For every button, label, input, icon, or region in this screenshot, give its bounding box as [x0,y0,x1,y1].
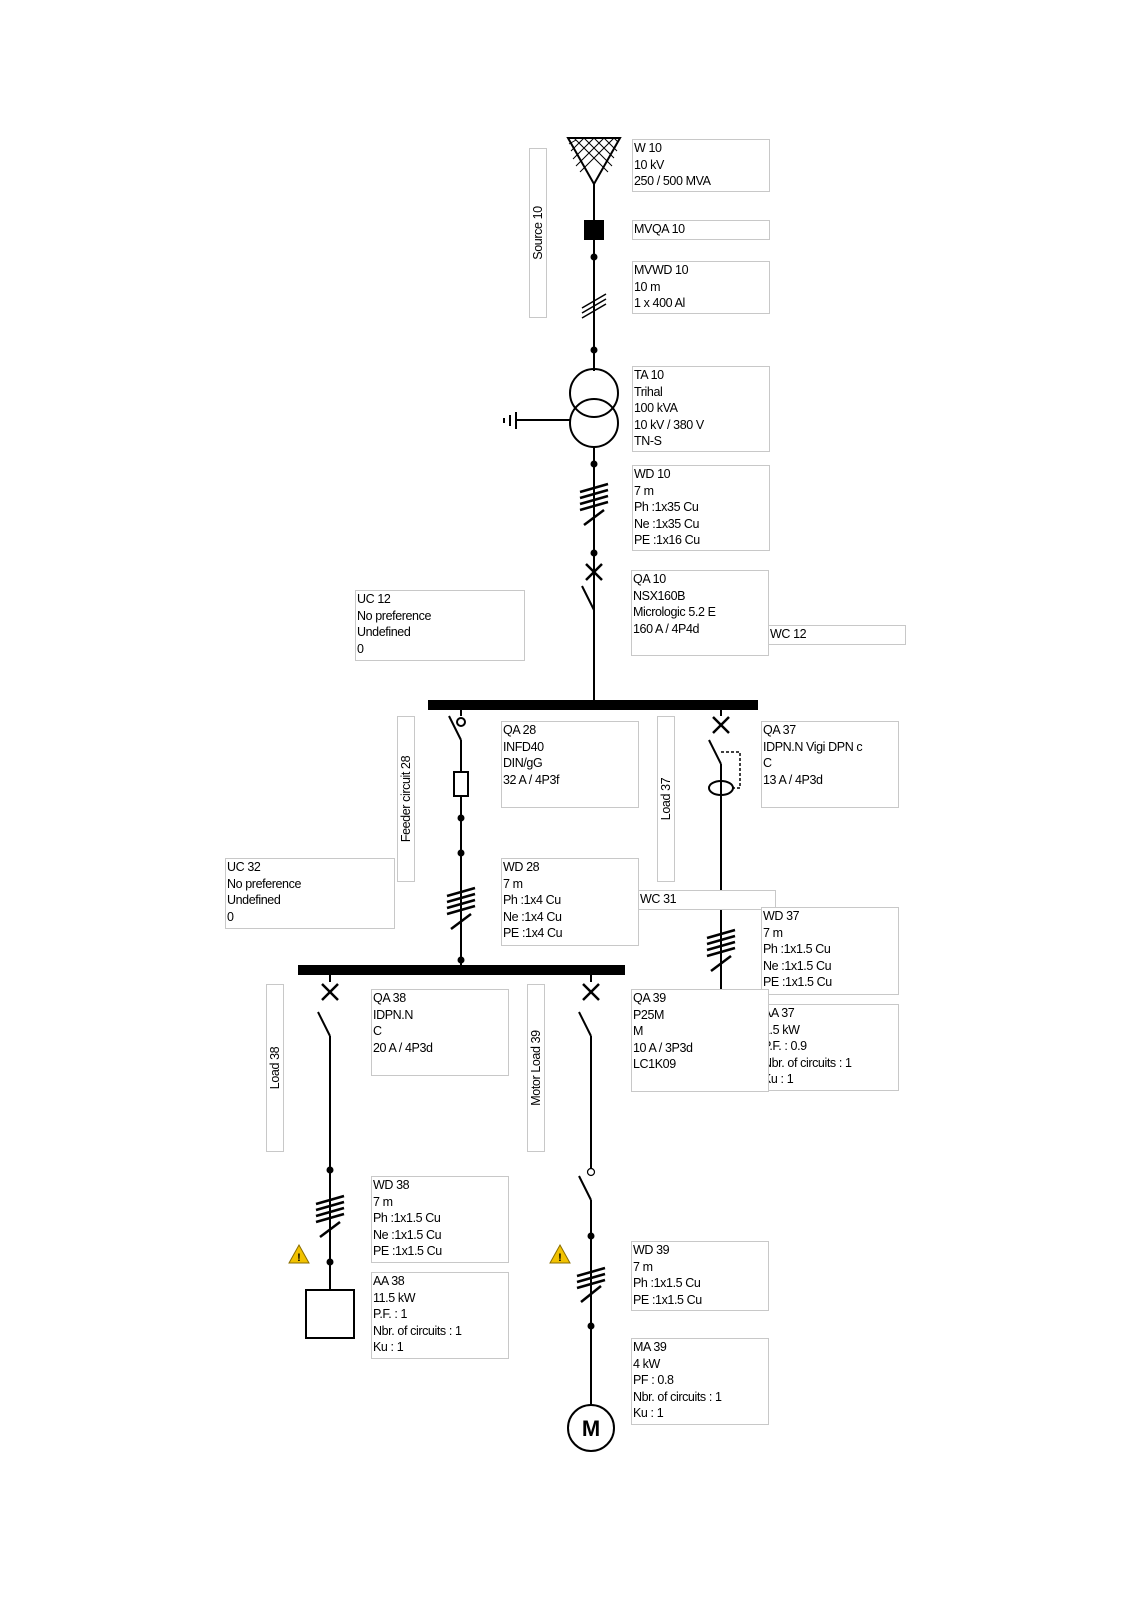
load-aa38-icon [305,1289,355,1339]
motor-load-39-vertical-label: Motor Load 39 [527,984,545,1152]
wc31-label: WC 31 [638,890,776,910]
warning-icon: ! [288,1243,310,1264]
source-vertical-label: Source 10 [529,148,547,318]
contactor-lc1k09-icon [578,1175,592,1201]
svg-text:!: ! [558,1252,562,1264]
warning-icon: ! [549,1243,571,1264]
feeder-37-cable-icon [706,928,736,972]
mv-cable-icon [581,293,607,319]
breaker-qa38-icon [317,975,339,1037]
utility-grid-source-icon [566,137,622,222]
lv-cable-icon [579,482,609,526]
load-37-vertical-label: Load 37 [657,716,675,882]
breaker-qa39-icon [578,975,600,1037]
wc12-label: WC 12 [768,625,906,645]
transformer-icon [569,368,619,448]
mv-breaker-label: MVQA 10 [632,220,770,240]
load-38-cable-icon [315,1194,345,1238]
switch-disconnector-qa28-icon [448,710,469,797]
sub-busbar [298,965,625,975]
main-busbar [428,700,758,710]
earth-icon [503,412,570,429]
motor-ma39-icon [567,1404,615,1452]
motor-39-cable-icon [576,1266,606,1303]
feeder-28-vertical-label: Feeder circuit 28 [397,716,415,882]
load-38-vertical-label: Load 38 [266,984,284,1152]
svg-text:!: ! [297,1252,301,1264]
mv-breaker-icon [584,220,604,240]
motor-symbol: M [582,1416,600,1441]
feeder-28-cable-icon [446,886,476,930]
breaker-qa10-icon [581,563,603,611]
contactor-contact-icon [586,1167,596,1177]
